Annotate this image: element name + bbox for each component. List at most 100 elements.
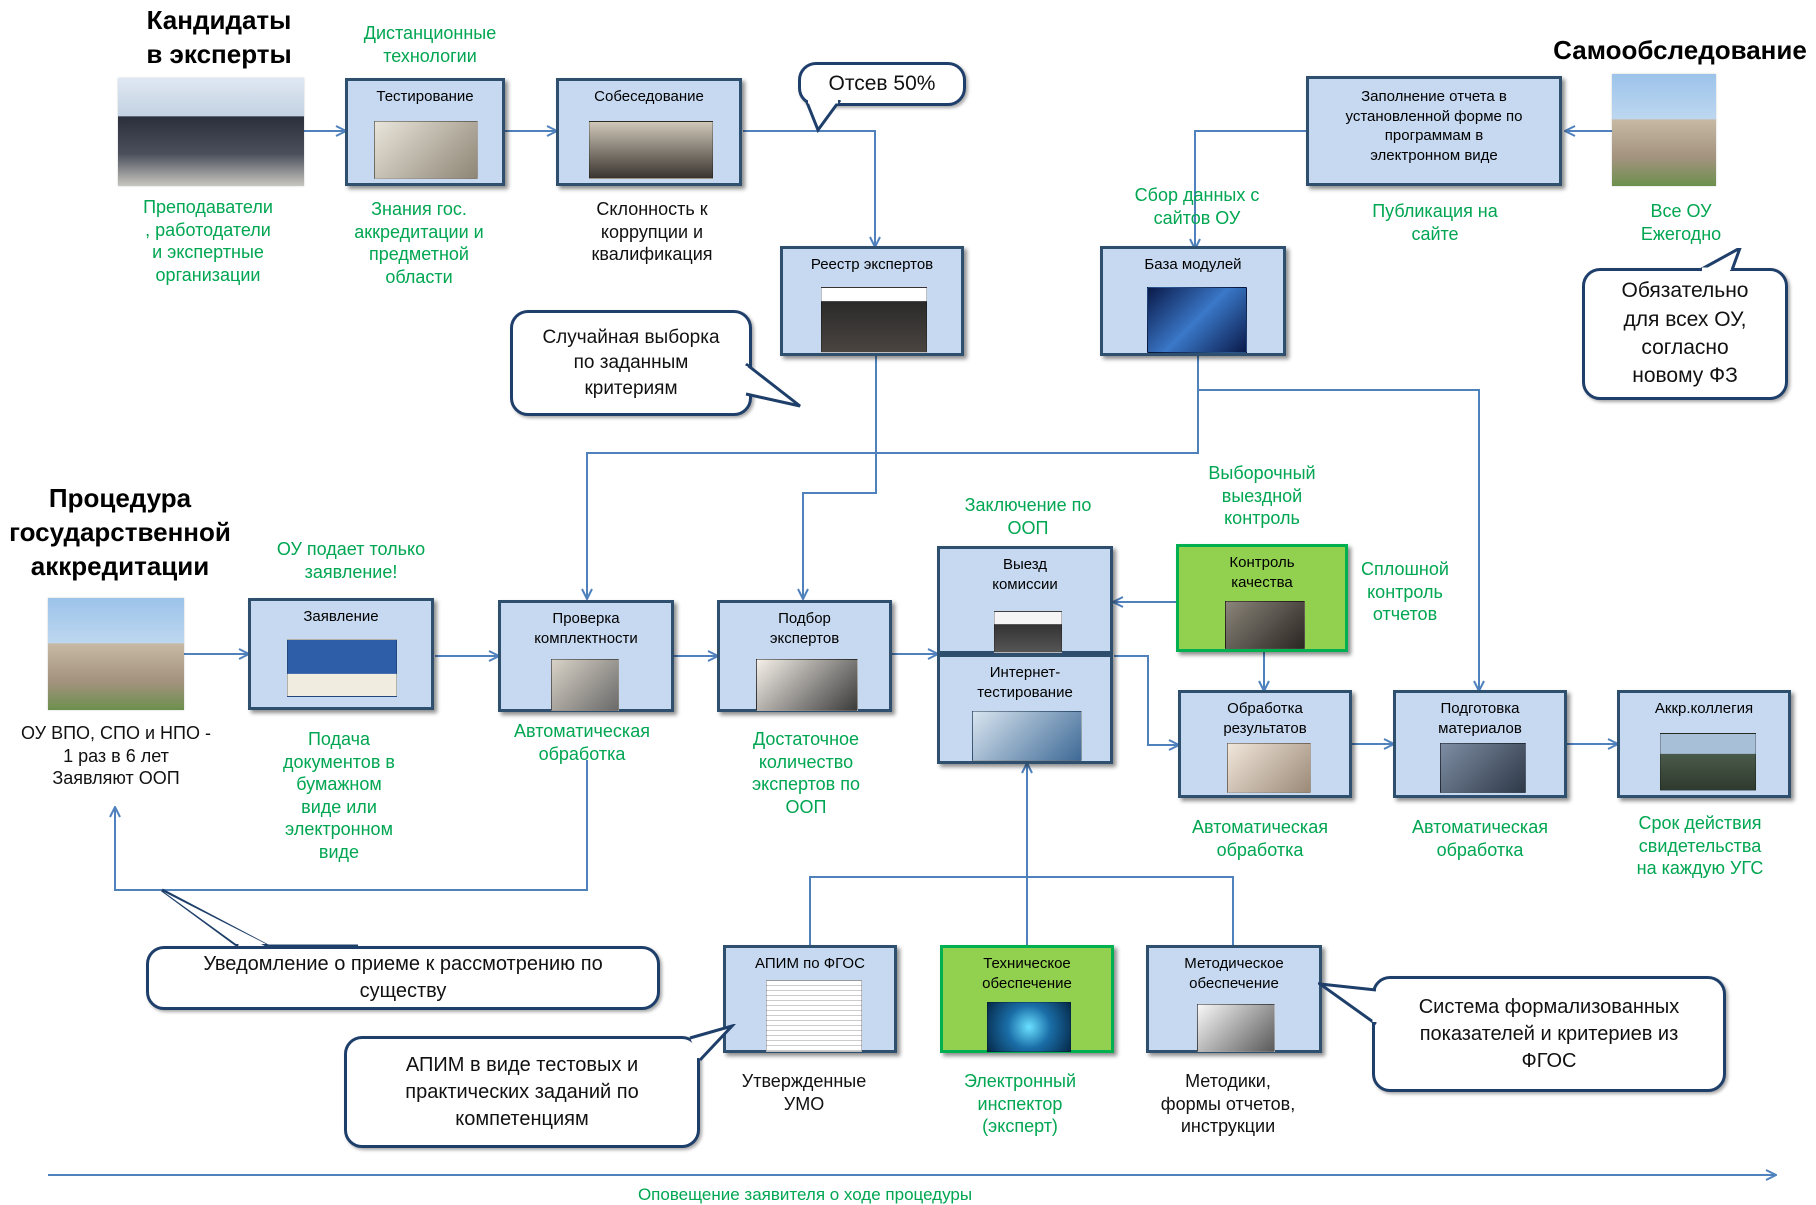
label-ou-submits: ОУ подает только заявление! [276,539,426,582]
box-materials-prep[interactable]: Подготовка материалов [1393,690,1567,798]
box-report-fill[interactable]: Заполнение отчета в установленной форме … [1306,76,1562,186]
heading-self-assessment: Самообследование [1553,35,1807,65]
box-internet-testing[interactable]: Интернет- тестирование [937,654,1113,764]
callout-apim-tasks: АПИМ в виде тестовых и практических зада… [344,1036,700,1148]
heading-candidates: Кандидаты в эксперты [146,5,292,69]
commission-visit-image [994,611,1062,653]
arrow-commission-results [1114,655,1178,745]
label-corruption: Склонность к коррупции и квалификация [591,199,713,264]
box-internet-testing-label: Интернет- тестирование [977,664,1073,701]
materials-prep-image [1440,743,1526,793]
box-testing[interactable]: Тестирование [345,78,505,186]
collegium-image [1660,733,1756,791]
callout-random-sample-tail [744,362,801,408]
testing-image [374,121,478,179]
label-data-collection: Сбор данных с сайтов ОУ [1134,185,1260,228]
box-modules-db-label: База модулей [1144,256,1242,273]
box-interview-label: Собеседование [594,88,704,105]
box-tech-support[interactable]: Техническое обеспечение [940,945,1114,1053]
label-ou-types: ОУ ВПО, СПО и НПО - 1 раз в 6 лет Заявля… [21,723,211,788]
label-e-inspector: Электронный инспектор (эксперт) [963,1071,1077,1136]
box-application[interactable]: Заявление [248,598,434,710]
box-materials-prep-label: Подготовка материалов [1438,700,1522,737]
box-results-processing-label: Обработка результатов [1223,700,1307,737]
label-selective-control: Выборочный выездной контроль [1208,463,1316,528]
box-application-label: Заявление [303,608,379,625]
box-report-fill-label: Заполнение отчета в установленной форме … [1345,88,1523,164]
box-completeness-label: Проверка комплектности [534,610,638,647]
box-quality-control[interactable]: Контроль качества [1176,544,1348,652]
photo-university-left [48,598,184,710]
box-registry[interactable]: Реестр экспертов [780,246,964,356]
tech-support-image [987,1002,1071,1052]
arrow-completeness-notify [115,760,588,891]
modules-db-image [1147,287,1247,353]
label-publication: Публикация на сайте [1372,201,1498,244]
box-method-support-label: Методическое обеспечение [1184,955,1284,992]
label-distance-tech: Дистанционные технологии [363,23,497,66]
label-notification: Оповещение заявителя о ходе процедуры [637,1185,973,1204]
label-enough-experts: Достаточное количество экспертов по ООП [751,729,860,817]
arrow-modules-materials [1198,389,1479,690]
label-auto-processing-3: Автоматическая обработка [1412,817,1548,860]
arrow-registry-selection [803,356,877,598]
arrow-report-modules [1195,130,1308,248]
completeness-image [551,659,619,711]
callout-acceptance: Уведомление о приеме к рассмотрению по с… [146,946,660,1010]
internet-testing-image [972,711,1082,761]
box-registry-label: Реестр экспертов [810,256,934,273]
box-results-processing[interactable]: Обработка результатов [1178,690,1352,798]
box-modules-db[interactable]: База модулей [1100,246,1286,356]
box-interview[interactable]: Собеседование [556,78,742,186]
callout-mandatory-text: Обязательно для всех ОУ, согласно новому… [1621,279,1749,388]
box-quality-control-label: Контроль качества [1229,554,1295,591]
box-tech-support-label: Техническое обеспечение [982,955,1072,992]
box-commission-visit[interactable]: Выезд комиссии [937,546,1113,654]
label-approved-umo: Утвержденные УМО [741,1071,867,1114]
quality-control-image [1225,601,1305,649]
label-knowledge: Знания гос. аккредитации и предметной об… [354,199,484,287]
box-testing-label: Тестирование [376,88,474,105]
callout-random-sample: Случайная выборка по заданным критериям [510,310,752,416]
box-expert-selection[interactable]: Подбор экспертов [717,600,892,712]
callout-dropout-tail [804,100,842,134]
callout-formal-system: Система формализованных показателей и кр… [1372,976,1726,1092]
registry-image [821,287,927,353]
box-completeness[interactable]: Проверка комплектности [498,600,674,712]
label-auto-processing-1: Автоматическая обработка [514,721,650,764]
box-collegium-label: Аккр.коллегия [1654,700,1754,717]
label-auto-processing-2: Автоматическая обработка [1192,817,1328,860]
callout-apim-tasks-text: АПИМ в виде тестовых и практических зада… [405,1053,639,1130]
arrow-modules-completeness [587,356,1199,598]
application-image [287,639,397,697]
arrow-bottom-internet [809,876,1234,945]
callout-dropout-text: Отсев 50% [828,71,936,95]
box-apim[interactable]: АПИМ по ФГОС [723,945,897,1053]
box-collegium[interactable]: Аккр.коллегия [1617,690,1791,798]
callout-mandatory: Обязательно для всех ОУ, согласно новому… [1582,268,1788,400]
expert-selection-image [756,659,858,711]
callout-formal-system-tail [1318,982,1377,1026]
callout-acceptance-text: Уведомление о приеме к рассмотрению по с… [203,953,603,1002]
box-method-support[interactable]: Методическое обеспечение [1146,945,1322,1053]
callout-dropout: Отсев 50% [798,62,966,106]
label-validity: Срок действия свидетельства на каждую УГ… [1636,813,1764,878]
callout-mandatory-tail [1699,248,1742,272]
label-teachers: Преподаватели , работодатели и экспертны… [143,197,273,285]
box-commission-visit-label: Выезд комиссии [992,556,1058,593]
photo-university-top [1612,74,1716,186]
apim-image [766,980,862,1052]
label-conclusion: Заключение по ООП [964,495,1092,538]
label-paper-docs: Подача документов в бумажном виде или эл… [283,729,395,862]
arrow-interview-registry [743,130,875,246]
box-expert-selection-label: Подбор экспертов [769,610,840,647]
callout-acceptance-tail [161,888,358,948]
method-support-image [1197,1004,1275,1052]
label-methods: Методики, формы отчетов, инструкции [1160,1071,1296,1136]
box-apim-label: АПИМ по ФГОС [755,955,865,972]
interview-image [589,121,713,179]
callout-formal-system-text: Система формализованных показателей и кр… [1418,995,1680,1072]
label-continuous-control: Сплошной контроль отчетов [1361,559,1449,624]
heading-procedure: Процедура государственной аккредитации [9,483,231,581]
